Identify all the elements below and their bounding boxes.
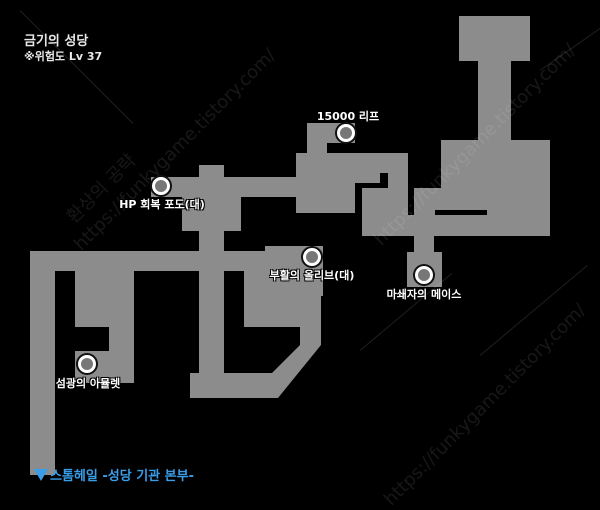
marker-label: 부활의 올리브(대) bbox=[269, 269, 355, 282]
marker-label: 마쇄자의 메이스 bbox=[386, 288, 462, 301]
marker-label: 15000 리프 bbox=[316, 110, 380, 123]
map-floor bbox=[30, 16, 550, 475]
item-marker-icon[interactable] bbox=[337, 124, 355, 142]
marker-label: 섬광의 아뮬렛 bbox=[55, 377, 121, 390]
region-link[interactable]: 스톰헤일 -성당 기관 본부- bbox=[34, 465, 194, 484]
item-marker-icon[interactable] bbox=[415, 266, 433, 284]
marker-label: HP 회복 포도(대) bbox=[119, 198, 205, 211]
item-marker-icon[interactable] bbox=[303, 248, 321, 266]
item-marker-icon[interactable] bbox=[152, 177, 170, 195]
dungeon-title: 금기의 성당 bbox=[24, 34, 89, 49]
triangle-down-icon bbox=[34, 468, 48, 481]
danger-level: ※위험도 Lv 37 bbox=[24, 50, 103, 63]
item-marker-icon[interactable] bbox=[78, 355, 96, 373]
region-label: 스톰헤일 -성당 기관 본부- bbox=[50, 469, 194, 484]
